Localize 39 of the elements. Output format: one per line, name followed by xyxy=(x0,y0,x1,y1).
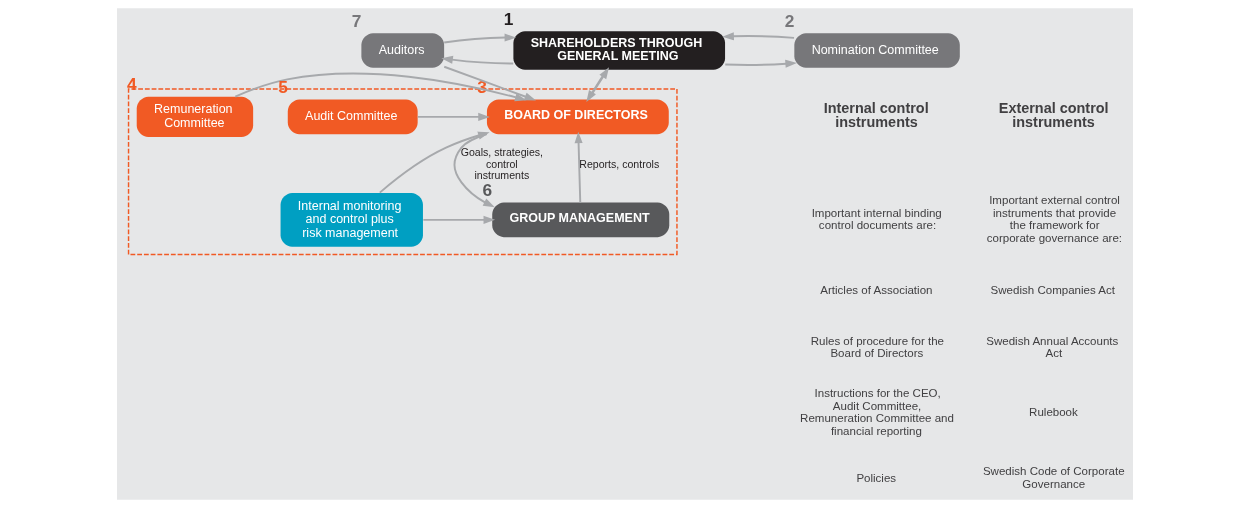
node-box: GROUP MANAGEMENT xyxy=(492,202,670,238)
arrow xyxy=(724,59,797,68)
label: Important internal binding control documents are: xyxy=(811,206,942,232)
label: Swedish Annual Accounts Act xyxy=(986,334,1119,360)
edge-label: Reports, controls xyxy=(579,157,660,170)
node-label: 7 xyxy=(351,10,362,31)
node-box: Remuneration Committee xyxy=(136,96,254,138)
node-box: BOARD OF DIRECTORS xyxy=(486,99,669,135)
label: Articles of Association xyxy=(820,284,933,297)
label: Important external control instruments that provide the framework for corporate governance are: xyxy=(986,194,1123,244)
node-label: 5 xyxy=(278,77,288,98)
node-label: 1 xyxy=(503,8,514,29)
label: External control instruments xyxy=(998,100,1109,131)
label: Swedish Code of Corporate Governance xyxy=(982,465,1125,490)
label: Policies xyxy=(856,471,897,484)
node-box: Internal monitoring and control plus risk management xyxy=(280,192,423,247)
node-label: 2 xyxy=(784,10,795,31)
edge-label: Goals, strategies, control instruments xyxy=(460,146,543,182)
node-label: 6 xyxy=(482,180,493,201)
label: Internal control instruments xyxy=(823,100,929,131)
node-box: Auditors xyxy=(361,33,445,68)
arrow xyxy=(234,72,527,102)
label: Rulebook xyxy=(1029,406,1078,419)
arrow xyxy=(422,215,496,224)
arrow xyxy=(443,65,536,101)
arrow xyxy=(416,112,490,121)
label: Rules of procedure for the Board of Directors xyxy=(810,334,945,360)
node-box: Nomination Committee xyxy=(794,33,960,68)
node-label: 4 xyxy=(127,74,137,95)
node-box: Audit Committee xyxy=(287,99,418,135)
label: Swedish Companies Act xyxy=(990,284,1115,297)
label: Instructions for the CEO, Audit Committee, Remuneration Committee and financial reporting xyxy=(800,387,954,437)
arrow xyxy=(722,32,795,41)
arrow xyxy=(443,33,517,44)
arrow xyxy=(574,131,583,204)
arrow xyxy=(378,131,490,194)
arrow xyxy=(453,133,495,208)
node-box: SHAREHOLDERS THROUGH GENERAL MEETING xyxy=(513,31,726,70)
arrow xyxy=(441,55,515,65)
